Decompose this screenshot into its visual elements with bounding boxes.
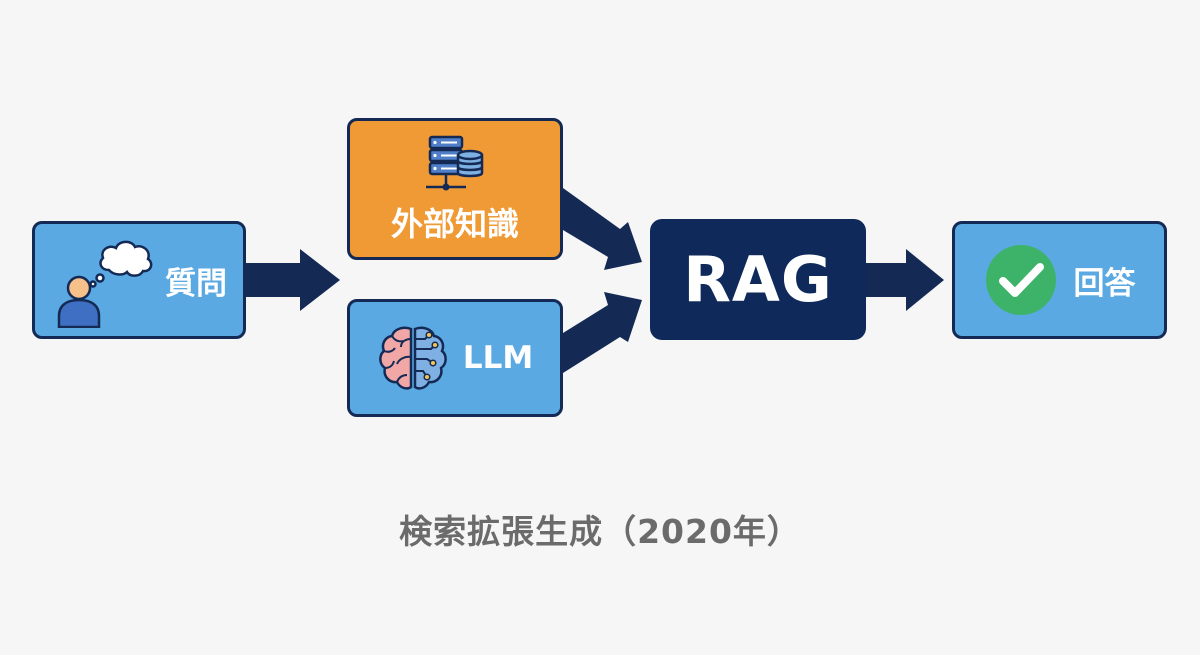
brain-circuit-icon — [378, 326, 447, 390]
arrow-llm-to-rag — [563, 292, 642, 373]
answer-label: 回答 — [1073, 265, 1136, 302]
rag-label: RAG — [683, 243, 833, 316]
external-knowledge-node: 外部知識 — [347, 118, 563, 260]
answer-node: 回答 — [952, 221, 1167, 339]
arrow-knowledge-to-rag — [563, 188, 642, 270]
llm-node: LLM — [347, 299, 563, 417]
arrow-question — [246, 249, 340, 311]
diagram-caption: 検索拡張生成（2020年） — [399, 512, 801, 551]
question-node: 質問 — [32, 221, 246, 339]
person-thinking-icon — [57, 240, 153, 328]
arrow-rag-to-answer — [866, 249, 944, 311]
rag-node: RAG — [650, 219, 866, 340]
external-knowledge-label: 外部知識 — [390, 205, 519, 243]
database-server-icon — [426, 135, 484, 191]
question-label: 質問 — [165, 265, 227, 302]
llm-label: LLM — [462, 340, 534, 376]
checkmark-icon — [985, 245, 1056, 315]
